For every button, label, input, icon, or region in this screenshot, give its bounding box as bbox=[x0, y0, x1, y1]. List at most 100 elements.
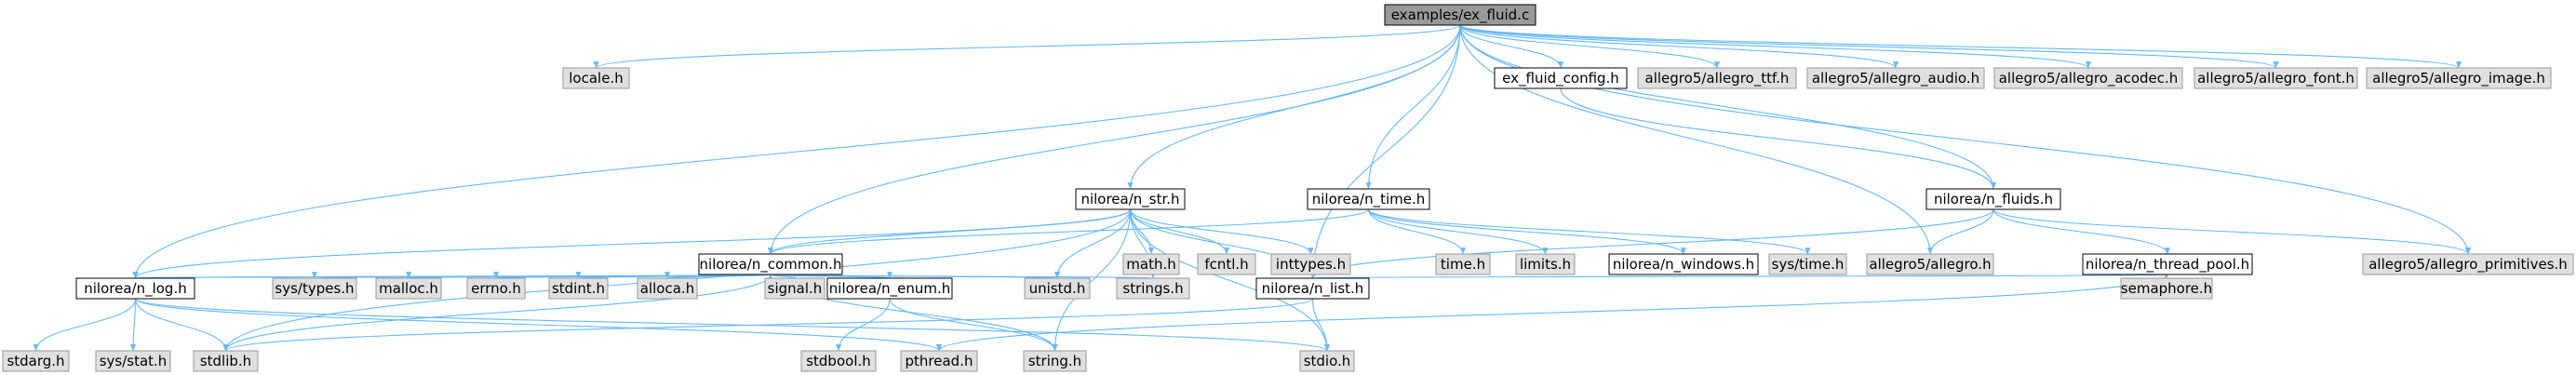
node-box bbox=[562, 67, 630, 89]
node-errno-h: errno.h bbox=[466, 277, 526, 300]
node-box bbox=[764, 277, 825, 300]
node-box bbox=[548, 277, 609, 300]
node-n-windows-h[interactable]: nilorea/n_windows.h bbox=[1608, 253, 1759, 275]
node-n-list-h[interactable]: nilorea/n_list.h bbox=[1255, 277, 1370, 300]
node-box bbox=[1494, 67, 1628, 89]
edge-n_time_h-to-n_windows_h bbox=[1367, 208, 1686, 255]
node-label: examples/ex_fluid.c bbox=[1391, 7, 1529, 24]
node-alloca-h: alloca.h bbox=[637, 277, 698, 300]
node-n-common-h[interactable]: nilorea/n_common.h bbox=[698, 253, 843, 275]
edge-n_fluids_h-to-n_thread_pool_h bbox=[1992, 208, 2171, 255]
edge-ex_fluid_c-to-allegro_h bbox=[1459, 24, 1934, 255]
edge-n_log_h-to-stdarg_h bbox=[33, 298, 137, 352]
node-allegro-font-h: allegro5/allegro_font.h bbox=[2194, 67, 2358, 89]
node-label: strings.h bbox=[1122, 280, 1183, 297]
node-n-str-h[interactable]: nilorea/n_str.h bbox=[1075, 188, 1186, 210]
node-label: sys/types.h bbox=[275, 280, 354, 297]
node-box bbox=[272, 277, 357, 300]
node-box bbox=[1255, 277, 1370, 300]
node-sys-time-h: sys/time.h bbox=[1768, 253, 1847, 275]
node-label: ex_fluid_config.h bbox=[1502, 70, 1619, 87]
edge-n_time_h-to-limits_h bbox=[1367, 208, 1549, 255]
node-stdint-h: stdint.h bbox=[548, 277, 609, 300]
node-box bbox=[1637, 67, 1797, 89]
node-time-h: time.h bbox=[1435, 253, 1491, 275]
edge-n_common_h-to-n_enum_h bbox=[770, 271, 892, 279]
edge-n_str_h-to-string_h bbox=[1052, 208, 1132, 352]
node-box bbox=[95, 350, 171, 372]
node-label: allegro5/allegro_font.h bbox=[2197, 70, 2355, 87]
node-box bbox=[2, 350, 70, 372]
node-label: nilorea/n_fluids.h bbox=[1934, 191, 2053, 208]
edge-n_log_h-to-stdlib_h bbox=[134, 298, 229, 352]
edge-n_str_h-to-unistd_h bbox=[1053, 208, 1132, 279]
edge-n_log_h-to-stdio_h bbox=[134, 298, 1330, 352]
node-label: semaphore.h bbox=[2121, 280, 2212, 297]
node-label: signal.h bbox=[768, 280, 823, 297]
node-label: inttypes.h bbox=[1276, 256, 1346, 273]
node-box bbox=[1993, 67, 2183, 89]
node-box bbox=[1866, 253, 1994, 275]
edge-ex_fluid_c-to-locale_h bbox=[593, 24, 1461, 69]
node-box bbox=[637, 277, 698, 300]
node-box bbox=[193, 350, 259, 372]
node-label: sys/stat.h bbox=[100, 353, 168, 369]
edge-ex_fluid_c-to-ex_fluid_config_h bbox=[1459, 24, 1564, 69]
node-label: stdlib.h bbox=[200, 353, 251, 369]
node-label: allegro5/allegro_image.h bbox=[2372, 70, 2545, 87]
edge-ex_fluid_c-to-allegro_font_h bbox=[1459, 24, 2279, 69]
node-box bbox=[2366, 67, 2552, 89]
node-label: fcntl.h bbox=[1204, 256, 1248, 273]
node-allegro-image-h: allegro5/allegro_image.h bbox=[2366, 67, 2552, 89]
node-box bbox=[2362, 253, 2574, 275]
node-box bbox=[1608, 253, 1759, 275]
node-locale-h: locale.h bbox=[562, 67, 630, 89]
node-n-thread-pool-h[interactable]: nilorea/n_thread_pool.h bbox=[2082, 253, 2253, 275]
node-box bbox=[1116, 277, 1190, 300]
node-label: stdbool.h bbox=[806, 353, 871, 369]
edge-n_time_h-to-time_h bbox=[1367, 208, 1467, 255]
edge-ex_fluid_c-to-n_common_h bbox=[767, 24, 1461, 255]
node-n-time-h[interactable]: nilorea/n_time.h bbox=[1307, 188, 1430, 210]
edge-ex_fluid_c-to-allegro_ttf_h bbox=[1459, 24, 1720, 69]
node-n-fluids-h[interactable]: nilorea/n_fluids.h bbox=[1925, 188, 2061, 210]
node-n-log-h[interactable]: nilorea/n_log.h bbox=[75, 277, 195, 300]
node-n-enum-h[interactable]: nilorea/n_enum.h bbox=[826, 277, 953, 300]
node-semaphore-h: semaphore.h bbox=[2120, 277, 2213, 300]
node-box bbox=[1122, 253, 1180, 275]
node-sys-stat-h: sys/stat.h bbox=[95, 350, 171, 372]
edge-n_list_h-to-stdlib_h bbox=[222, 298, 1314, 352]
edge-n_str_h-to-stdio_h bbox=[1129, 208, 1331, 352]
node-allegro-h: allegro5/allegro.h bbox=[1866, 253, 1994, 275]
node-label: nilorea/n_time.h bbox=[1312, 191, 1426, 208]
node-label: stdint.h bbox=[552, 280, 605, 297]
edge-n_fluids_h-to-n_list_h bbox=[1309, 208, 1994, 279]
node-sys-types-h: sys/types.h bbox=[272, 277, 357, 300]
node-label: allegro5/allegro_primitives.h bbox=[2368, 256, 2568, 274]
node-label: nilorea/n_windows.h bbox=[1613, 256, 1754, 274]
edge-ex_fluid_c-to-allegro_primitives_h bbox=[1459, 24, 2472, 255]
edge-n_str_h-to-n_log_h bbox=[132, 208, 1132, 279]
edge-ex_fluid_config_h-to-n_fluids_h bbox=[1560, 87, 1997, 190]
edge-n_log_h-to-pthread_h bbox=[134, 298, 942, 352]
node-box bbox=[1515, 253, 1576, 275]
node-box bbox=[1197, 253, 1256, 275]
node-box bbox=[800, 350, 877, 372]
node-ex-fluid-c[interactable]: examples/ex_fluid.c bbox=[1384, 4, 1536, 26]
node-label: nilorea/n_common.h bbox=[700, 256, 842, 274]
node-ex-fluid-config-h[interactable]: ex_fluid_config.h bbox=[1494, 67, 1628, 89]
node-label: stdio.h bbox=[1304, 353, 1351, 369]
edge-n_thread_pool_h-to-n_list_h bbox=[1311, 271, 2168, 279]
node-label: nilorea/n_enum.h bbox=[829, 280, 950, 298]
node-box bbox=[1075, 188, 1186, 210]
node-stdbool-h: stdbool.h bbox=[800, 350, 877, 372]
node-math-h: math.h bbox=[1122, 253, 1180, 275]
node-box bbox=[1024, 277, 1091, 300]
edge-n_time_h-to-sys_time_h bbox=[1367, 208, 1811, 255]
node-box bbox=[2082, 253, 2253, 275]
node-label: allegro5/allegro_audio.h bbox=[1812, 70, 1979, 87]
nodes-layer: examples/ex_fluid.c locale.h ex_fluid_conf… bbox=[2, 4, 2574, 372]
node-label: time.h bbox=[1441, 256, 1485, 273]
node-label: nilorea/n_list.h bbox=[1262, 280, 1364, 298]
